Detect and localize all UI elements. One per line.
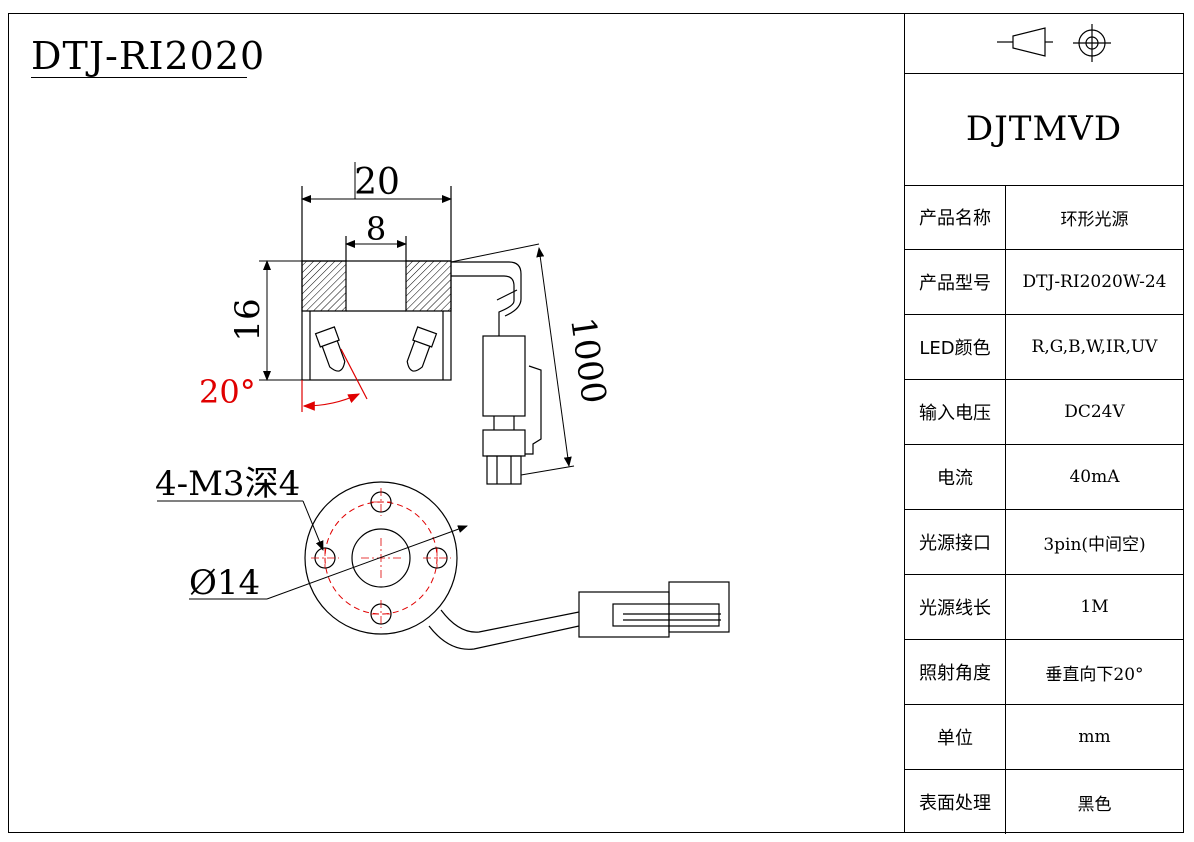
dimension-label-16: 16	[228, 298, 268, 341]
projection-symbol-icon	[997, 24, 1111, 62]
brand-name: DJTMVD	[905, 73, 1183, 186]
spec-label: 表面处理	[905, 769, 1006, 834]
spec-label: 产品名称	[905, 185, 1006, 250]
spec-row: 照射角度垂直向下20°	[905, 639, 1183, 705]
spec-label: 光源线长	[905, 574, 1006, 640]
holes-annotation: 4-M3深4	[155, 464, 324, 551]
diameter-annotation: Ø14	[189, 525, 468, 603]
drawing-area: DTJ-RI2020	[9, 14, 904, 832]
diameter-label: Ø14	[189, 563, 260, 603]
angle-label: 20°	[199, 373, 256, 411]
spec-value: 垂直向下20°	[1005, 639, 1183, 705]
spec-label: 照射角度	[905, 639, 1006, 705]
spec-label: LED颜色	[905, 314, 1006, 380]
dimension-label-8: 8	[366, 210, 386, 248]
spec-label: 单位	[905, 704, 1006, 770]
holes-label: 4-M3深4	[155, 464, 300, 504]
technical-drawing: 20 8 16 1000	[155, 162, 730, 650]
spec-label: 输入电压	[905, 379, 1006, 445]
spec-value: 黑色	[1077, 794, 1112, 815]
dimension-label-1000: 1000	[562, 315, 614, 406]
drawing-frame: DTJ-RI2020	[8, 13, 1184, 834]
spec-value: 环形光源	[1005, 185, 1183, 250]
spec-value: R,G,B,W,IR,UV	[1005, 314, 1183, 380]
spec-value: 40mA	[1005, 444, 1183, 510]
spec-value: 3pin(中间空)	[1005, 509, 1183, 575]
spec-label: 电流	[905, 444, 1006, 510]
spec-value: mm	[1005, 704, 1183, 770]
side-view	[301, 186, 542, 485]
projection-symbol	[905, 14, 1183, 74]
angle-annotation: 20°	[199, 348, 368, 412]
spec-row: 表面处理 黑色	[905, 769, 1183, 834]
bottom-view	[304, 481, 730, 650]
spec-value: 1M	[1005, 574, 1183, 640]
spec-label: 产品型号	[905, 249, 1006, 315]
title-underline	[31, 77, 247, 78]
dimension-height: 16	[228, 260, 302, 381]
spec-row: 产品名称环形光源	[905, 185, 1183, 250]
dimension-outer-width: 20	[301, 162, 452, 203]
dimension-cable-length: 1000	[450, 243, 614, 476]
drawing-title: DTJ-RI2020	[31, 34, 266, 78]
spec-value: DTJ-RI2020W-24	[1005, 249, 1183, 315]
spec-value: DC24V	[1005, 379, 1183, 445]
spec-label: 光源接口	[905, 509, 1006, 575]
dimension-inner-width: 8	[345, 210, 407, 248]
dimension-label-20: 20	[354, 162, 400, 203]
